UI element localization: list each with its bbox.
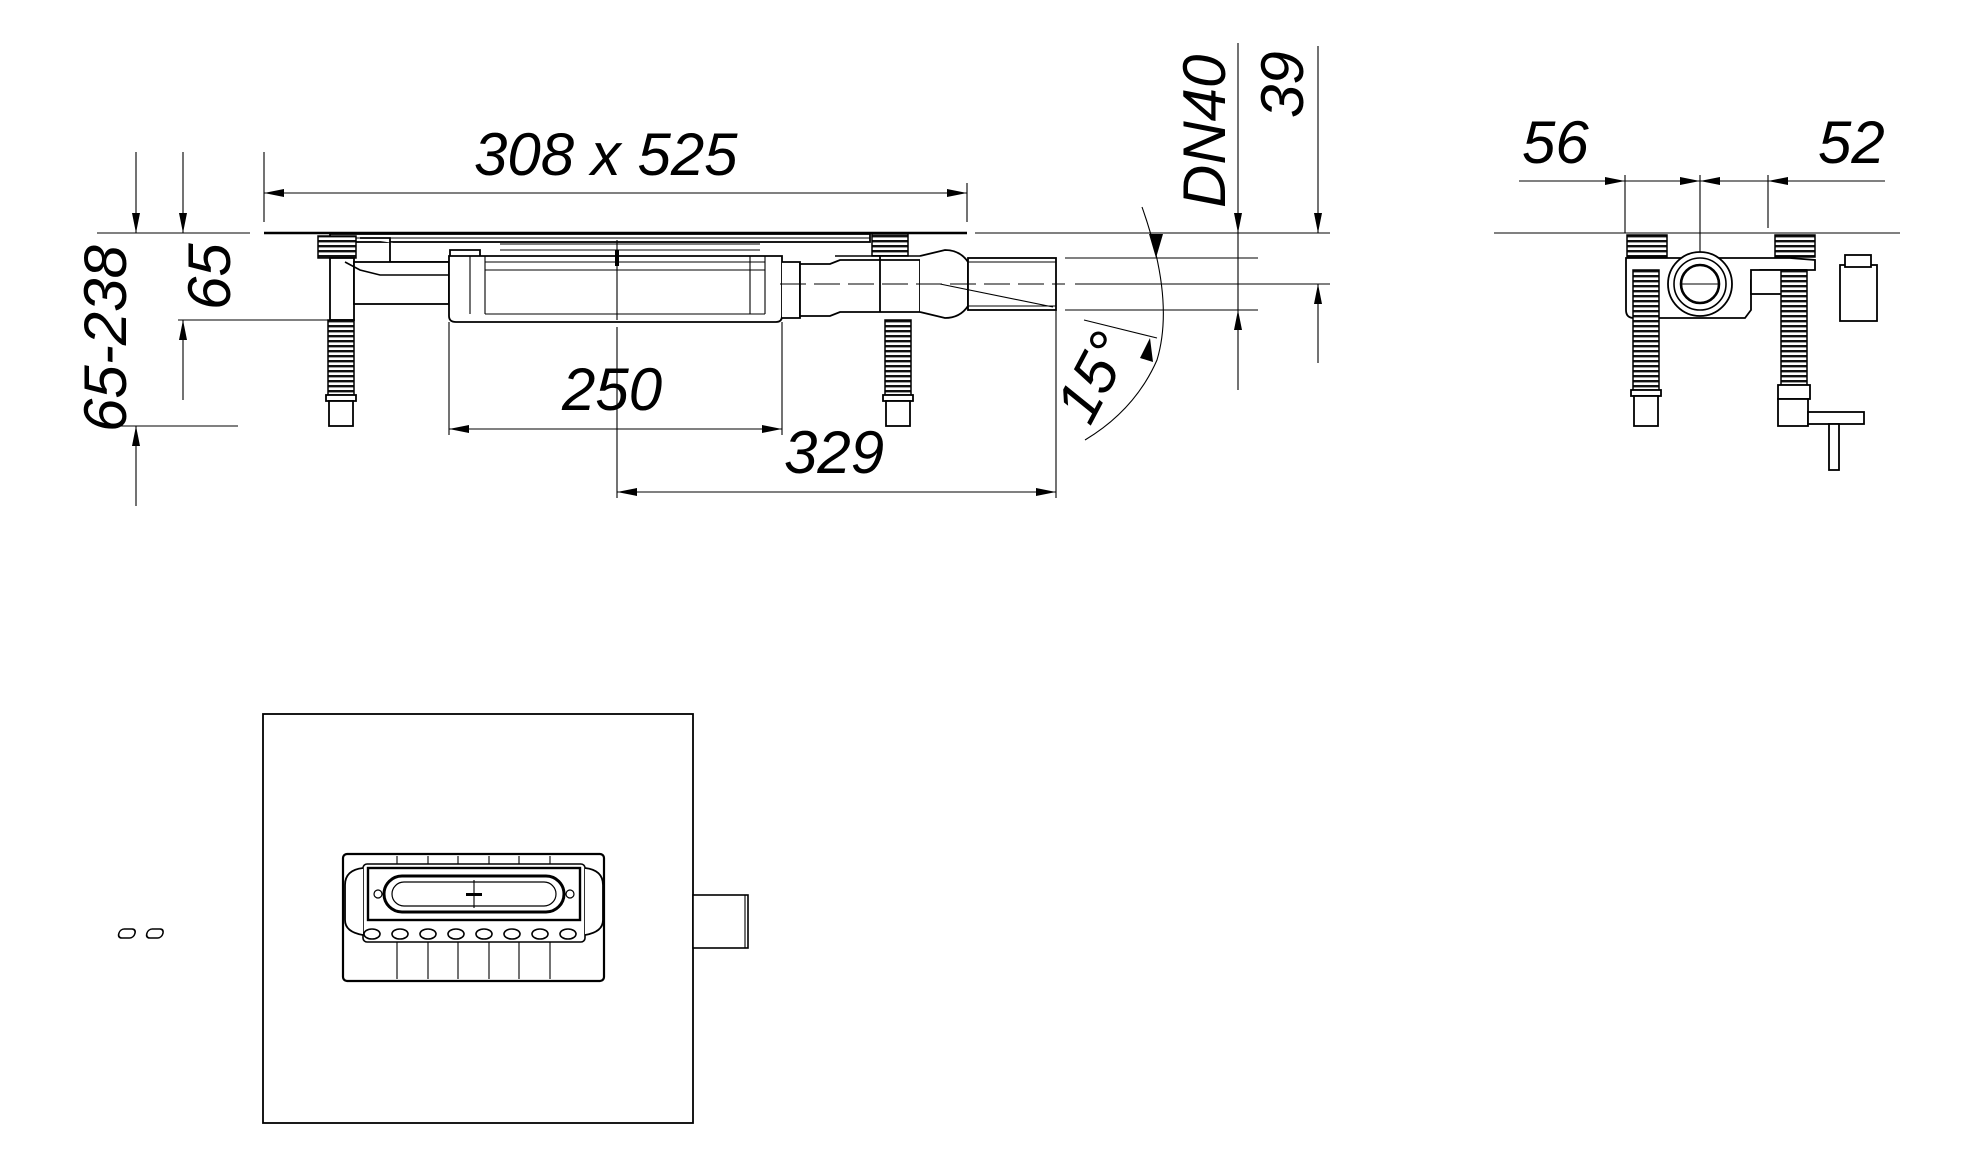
dim-outlet-axis-height-label: 39 <box>1249 51 1316 118</box>
dim-outlet-angle-label: 15° <box>1042 322 1144 434</box>
dim-overall-size-label: 308 x 525 <box>474 121 738 188</box>
drain-body-plan <box>117 852 606 983</box>
outlet-pipe-plan <box>692 894 749 949</box>
end-view: 56 52 <box>1494 109 1900 471</box>
end-view-foot-right <box>1777 269 1865 471</box>
dimension-body-height: 65 <box>176 152 335 400</box>
dimension-outlet-axis-height: 39 <box>1249 46 1322 363</box>
dimension-height-range: 65-238 <box>72 152 250 506</box>
adjustable-foot-left <box>325 319 357 427</box>
dimension-overall-size: 308 x 525 <box>263 121 968 222</box>
end-view-foot-left <box>1630 269 1662 427</box>
dim-left-offset-label: 56 <box>1522 109 1589 176</box>
dimension-outlet-length: 329 <box>617 310 1057 498</box>
top-view <box>117 713 749 1124</box>
dim-height-range-label: 65-238 <box>72 245 139 432</box>
adjustable-foot-right <box>882 319 914 427</box>
dimension-left-offset: 56 <box>1519 109 1700 185</box>
dim-pipe-size-label: DN40 <box>1171 55 1238 208</box>
drain-body-section <box>317 233 1330 323</box>
dimension-pipe-size: DN40 <box>1171 43 1242 390</box>
dim-outlet-offset-label: 250 <box>561 356 662 423</box>
dim-outlet-length-label: 329 <box>784 419 884 486</box>
side-view: 308 x 525 65-238 65 <box>72 43 1330 506</box>
dim-right-offset-label: 52 <box>1818 109 1885 176</box>
dimension-right-offset: 52 <box>1700 109 1885 185</box>
dimension-outlet-offset: 250 <box>448 322 783 435</box>
dimension-outlet-angle: 15° <box>1042 206 1164 441</box>
grate-ribs <box>500 243 760 251</box>
dim-body-height-label: 65 <box>176 243 243 310</box>
